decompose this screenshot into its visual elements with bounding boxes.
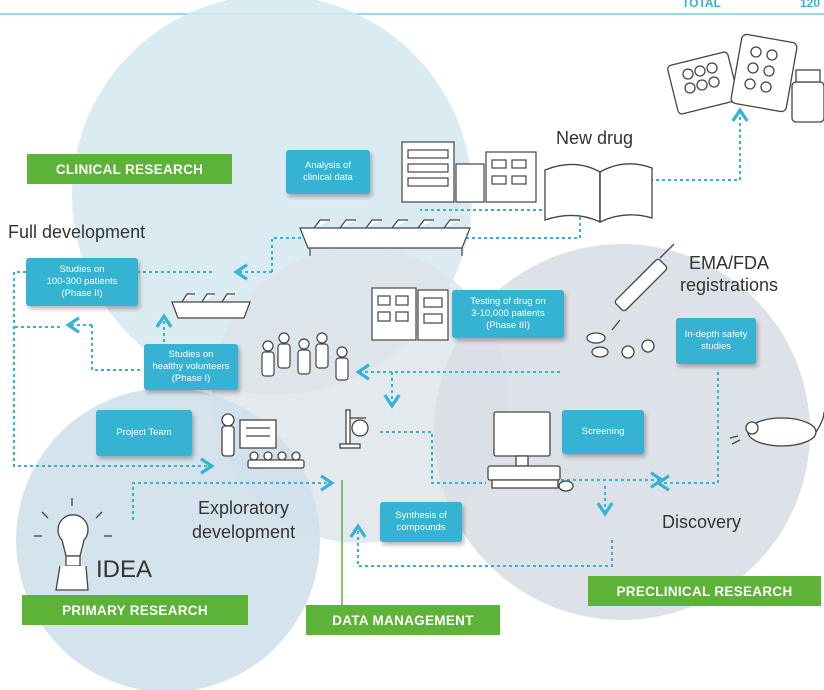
lab-flask-icon	[339, 409, 369, 449]
phase-2-studies-box: Studies on 100-300 patients (Phase II)	[26, 258, 138, 306]
computer-icon	[487, 411, 574, 492]
lab-mouse-icon	[729, 411, 824, 447]
phase-1-studies-box: Studies on healthy volunteers (Phase I)	[144, 344, 238, 390]
discovery-label: Discovery	[662, 512, 742, 532]
syringe-pills-icon	[586, 243, 675, 359]
phase-3-testing-box: Testing of drug on 3-10,000 patients (Ph…	[452, 290, 564, 338]
preclinical-research-badge: PRECLINICAL RESEARCH	[588, 576, 821, 606]
full-development-label: Full development	[8, 222, 146, 242]
people-group-icon	[261, 332, 349, 381]
safety-studies-box: In-depth safety studies	[676, 318, 756, 364]
total-value: 120	[800, 0, 821, 10]
hospital-beds-icon	[299, 219, 471, 256]
synthesis-compounds-box: Synthesis of compounds	[380, 502, 462, 542]
hospital-building-icon	[401, 141, 537, 203]
new-drug-label: New drug	[556, 128, 634, 148]
registrations-label: EMA/FDA registrations	[680, 253, 779, 295]
analysis-clinical-data-box: Analysis of clinical data	[286, 150, 370, 194]
screening-box: Screening	[562, 410, 644, 454]
pill-packs-icon	[667, 33, 824, 123]
presentation-icon	[221, 413, 305, 469]
idea-label: IDEA	[96, 556, 153, 583]
hospital-beds-small-icon	[171, 293, 251, 319]
data-management-badge: DATA MANAGEMENT	[306, 605, 500, 635]
exploratory-development-label: Exploratory development	[192, 498, 296, 542]
open-book-icon	[544, 163, 653, 224]
project-team-box: Project Team	[96, 410, 192, 456]
clinical-research-badge: CLINICAL RESEARCH	[27, 154, 232, 184]
lightbulb-icon	[34, 498, 112, 591]
primary-research-badge: PRIMARY RESEARCH	[22, 595, 248, 625]
total-label: TOTAL	[682, 0, 721, 10]
hospital-ward-icon	[371, 287, 449, 341]
